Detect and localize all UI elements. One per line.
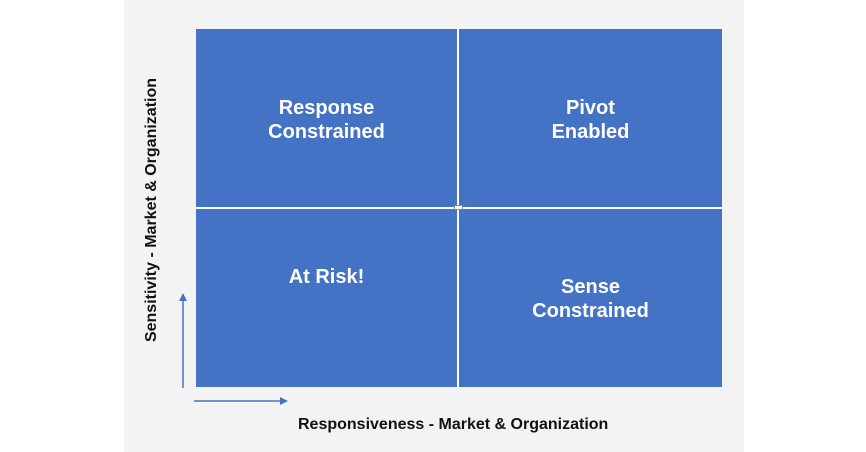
y-axis-label: Sensitivity - Market & Organization [143, 77, 160, 343]
quadrant-at-risk: At Risk! [196, 209, 457, 387]
quadrant-label-line2: Enabled [551, 121, 630, 143]
quadrant-response-constrained: Response Constrained [196, 29, 457, 207]
quadrant-label-line1: Sense [561, 276, 620, 298]
quadrant-sense-constrained: Sense Constrained [459, 209, 722, 387]
x-axis-arrow-icon [194, 397, 288, 405]
quadrant-label-line2: Constrained [268, 121, 385, 143]
quadrant-pivot-enabled: Pivot Enabled [459, 29, 722, 207]
x-axis-label: Responsiveness - Market & Organization [298, 416, 609, 433]
quadrant-label-line1: Response [278, 97, 375, 119]
center-resize-handle [454, 205, 463, 210]
quadrant-label-line1: At Risk! [288, 266, 365, 288]
quadrant-label-line1: Pivot [566, 97, 615, 119]
quadrant-label-line2: Constrained [532, 300, 649, 322]
y-axis-arrow-icon [179, 293, 187, 388]
